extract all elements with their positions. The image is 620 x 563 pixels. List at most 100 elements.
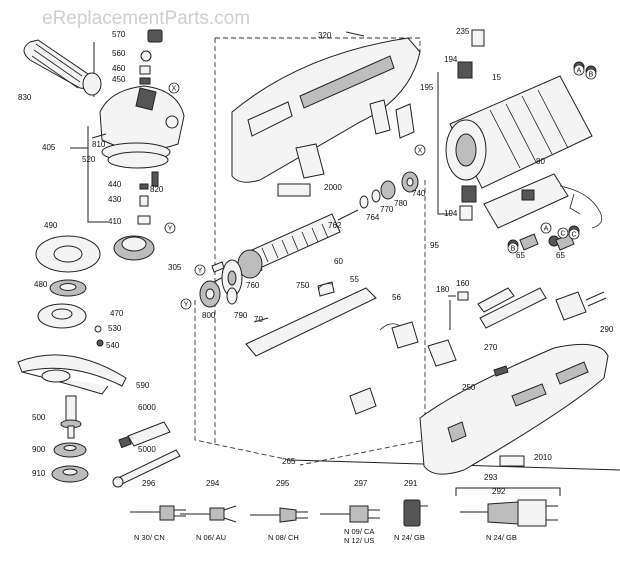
screw-320	[345, 31, 365, 37]
part-number-label: 820	[150, 185, 164, 194]
part-number-label: 95	[430, 241, 439, 250]
part-number-label: 530	[108, 324, 122, 333]
stator-15	[445, 75, 593, 189]
part-number-label: 293	[484, 473, 498, 482]
brush-plate-right	[395, 103, 415, 139]
part-number-label: 295	[276, 479, 290, 488]
part-number-label: 5000	[138, 445, 156, 454]
part-number-label: 405	[42, 143, 56, 152]
part-number-label: 570	[112, 30, 126, 39]
part-number-label: 70	[254, 315, 263, 324]
screw-810	[91, 133, 107, 139]
part-number-label: 740	[412, 189, 426, 198]
part-number-label: 56	[392, 293, 401, 302]
part-number-label: 195	[420, 83, 434, 92]
watermark: eReplacementParts.com	[42, 8, 250, 29]
callout-circle: A	[573, 64, 585, 76]
part-number-label: 540	[106, 341, 120, 350]
wheel-guard-590	[17, 354, 127, 395]
part-number-label: 910	[32, 469, 46, 478]
part-530	[94, 325, 102, 333]
part-540	[96, 339, 104, 347]
callout-circle: Y	[164, 222, 176, 234]
brush-plate-lower	[295, 143, 325, 179]
brush-194-bottom	[459, 205, 473, 221]
part-number-label: 460	[112, 64, 126, 73]
motor-housing-320	[231, 37, 421, 183]
part-460	[139, 65, 151, 75]
part-number-label: 770	[380, 205, 394, 214]
brush-plate-left	[369, 99, 391, 135]
callout-letter: A	[544, 226, 549, 233]
flange-900	[53, 442, 87, 458]
callout-circle: B	[585, 68, 597, 80]
plug-295	[250, 507, 308, 523]
gear-head-405	[99, 85, 185, 162]
part-number-label: 294	[206, 479, 220, 488]
lever-part	[349, 387, 377, 415]
plug-label-291: N 24/ GB	[394, 533, 425, 542]
part-number-label: 296	[142, 479, 156, 488]
part-number-label: 270	[484, 343, 498, 352]
part-number-label: 235	[456, 27, 470, 36]
frame-line-195	[437, 72, 450, 215]
part-number-label: 15	[492, 73, 501, 82]
part-number-label: 450	[112, 75, 126, 84]
part-number-label: 180	[436, 285, 450, 294]
part-number-label: 292	[492, 487, 506, 496]
part-number-label: 764	[366, 213, 380, 222]
part-440	[139, 183, 149, 190]
part-number-label: 560	[112, 49, 126, 58]
clamp-part	[427, 339, 457, 367]
plug-291	[403, 499, 428, 527]
part-number-label: 160	[456, 279, 470, 288]
washer-770	[371, 189, 381, 203]
part-number-label: 65	[556, 251, 565, 260]
plug-label-295: N 08/ CH	[268, 533, 299, 542]
bracket-410	[87, 148, 108, 223]
callout-letter: A	[577, 68, 582, 75]
group-frame-y	[194, 300, 291, 461]
plug-296	[130, 505, 186, 521]
strain-relief-270	[477, 287, 515, 313]
callout-letter: Y	[198, 268, 203, 275]
part-number-label: 65	[516, 251, 525, 260]
part-410	[137, 215, 151, 225]
part-number-label: 291	[404, 479, 418, 488]
part-number-label: 60	[334, 257, 343, 266]
callout-letter: X	[418, 148, 423, 155]
part-number-label: 480	[34, 280, 48, 289]
callout-circle: B	[507, 242, 519, 254]
callout-circle: Y	[180, 298, 192, 310]
part-number-label: 750	[296, 281, 310, 290]
part-570	[147, 29, 163, 43]
part-number-label: 194	[444, 55, 458, 64]
part-number-label: 194	[444, 209, 458, 218]
spring-55	[317, 283, 333, 291]
part-number-label: 810	[92, 140, 106, 149]
part-number-label: 320	[318, 31, 332, 40]
part-number-label: 800	[202, 311, 216, 320]
plug-label-297b: N 12/ US	[344, 536, 374, 545]
callout-letter: B	[511, 246, 516, 253]
bearing-740	[401, 171, 419, 193]
part-number-label: 250	[462, 383, 476, 392]
bearing-780	[380, 180, 396, 200]
callout-circle: C	[557, 227, 569, 239]
part-number-label: 265	[282, 457, 296, 466]
part-number-label: 830	[18, 93, 32, 102]
label-2000	[277, 183, 311, 197]
washer-764	[359, 195, 369, 209]
grease-tube-6000	[118, 421, 171, 449]
callout-letter: Y	[168, 226, 173, 233]
bracket-293	[455, 487, 561, 496]
plug-label-292: N 24/ GB	[486, 533, 517, 542]
brush-235	[471, 29, 485, 47]
part-number-label: 305	[168, 263, 182, 272]
group-frame-top	[215, 37, 421, 52]
plug-294	[180, 505, 237, 523]
capacitor-65-left	[519, 233, 539, 251]
callout-letter: B	[589, 72, 594, 79]
part-number-label: 762	[328, 221, 342, 230]
